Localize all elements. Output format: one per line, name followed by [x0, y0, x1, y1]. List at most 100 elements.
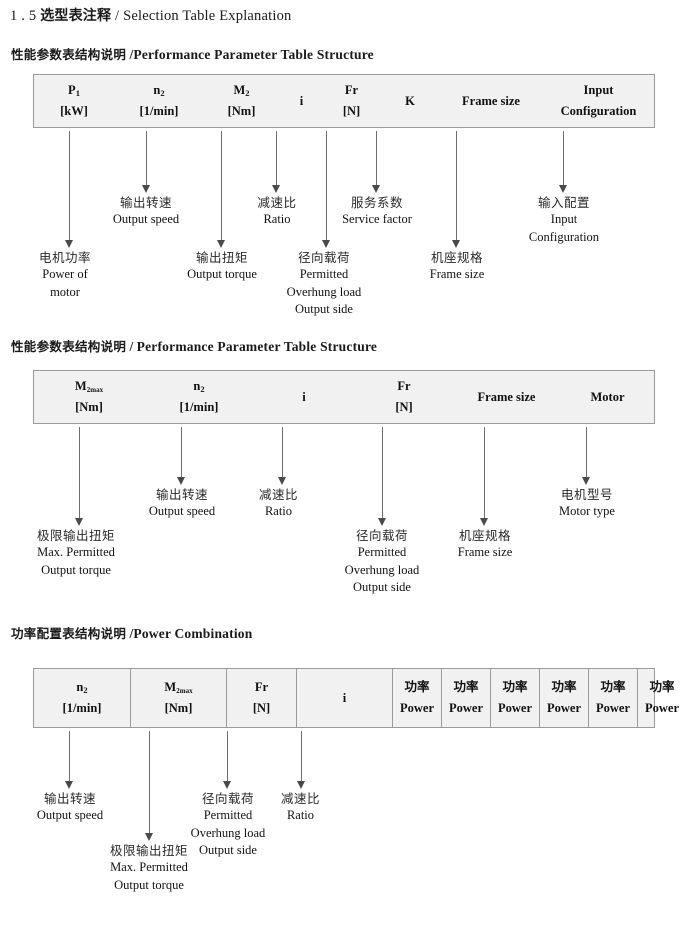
annotation-cn: 径向载荷 — [297, 250, 350, 265]
header-cell-line1: 功率 — [649, 680, 675, 695]
header-cell-line1: Input — [583, 83, 614, 98]
page-title-en: Selection Table Explanation — [123, 8, 292, 24]
table-header-cell: K — [379, 75, 441, 127]
annotation-en-1: Ratio — [264, 504, 293, 519]
performance-parameter-table-1: P1 [kW] n2[1/min]M2[Nm]i Fr [N] K Frame size In… — [33, 74, 655, 128]
table-header-cell: Fr[N] — [226, 669, 296, 727]
table-header-cell: M2max[Nm] — [34, 371, 144, 423]
title-separator: / — [115, 8, 120, 24]
table-header-cell: Fr [N] — [324, 75, 379, 127]
annotation-en-1: Output torque — [187, 267, 257, 282]
header-cell-line2: i — [302, 389, 306, 404]
section-heading-2: 性能参数表结构说明 / Performance Parameter Table … — [11, 336, 377, 355]
annotation-cn: 输出转速 — [119, 195, 172, 210]
table-header-cell: Frame size — [454, 371, 559, 423]
annotation-cn: 减速比 — [257, 195, 297, 210]
annotation-en-2: motor — [50, 284, 80, 299]
annotation-cn: 输入配置 — [537, 195, 590, 210]
arrow-to-motor-type — [581, 427, 592, 485]
header-cell-line1: n2 — [76, 680, 88, 696]
arrow-to-output-speed-3 — [64, 731, 75, 789]
section-heading-3: 功率配置表结构说明 /Power Combination — [11, 623, 252, 642]
annotation-max-output-torque: 极限输出扭矩 Max. Permitted Output torque — [16, 527, 136, 579]
header-cell-line2: K — [405, 93, 415, 108]
table-header-cell: M2[Nm] — [204, 75, 279, 127]
header-cell-line2: [N] — [395, 400, 413, 414]
annotation-en-1: Input — [550, 212, 578, 227]
annotation-cn: 减速比 — [258, 487, 298, 502]
annotation-en-2: Output torque — [114, 877, 184, 892]
table-header-cell: n2[1/min] — [114, 75, 204, 127]
arrow-to-output-speed — [141, 131, 152, 193]
header-cell-line2: [N] — [342, 104, 361, 118]
annotation-en-1: Max. Permitted — [110, 860, 188, 875]
annotation-en-1: Motor type — [559, 504, 615, 519]
annotation-cn: 机座规格 — [458, 528, 511, 543]
header-cell-line2: Power — [448, 701, 483, 715]
header-cell-line2: [1/min] — [62, 701, 102, 715]
annotation-cn: 电机型号 — [560, 487, 613, 502]
header-cell-line2: [Nm] — [227, 104, 256, 118]
annotation-cn: 输出转速 — [155, 487, 208, 502]
section-heading-1-en: Performance Parameter Table Structure — [133, 47, 374, 62]
annotation-en-3: Output side — [295, 301, 353, 316]
annotation-frame-size: 机座规格 Frame size — [401, 249, 513, 284]
header-cell-line2: [kW] — [60, 104, 88, 118]
arrow-to-output-speed-2 — [176, 427, 187, 485]
header-cell-line2: i — [342, 690, 347, 705]
annotation-service-factor: 服务系数 Service factor — [321, 194, 433, 229]
table-header-cell: M2max [Nm] — [130, 669, 226, 727]
header-cell-line2: Power — [595, 701, 630, 715]
annotation-en-3: Output side — [199, 842, 257, 857]
arrow-to-output-torque — [216, 131, 227, 248]
header-cell-line1: M2max — [164, 680, 193, 696]
arrow-to-frame-size-2 — [479, 427, 490, 526]
table-header-cell: i — [279, 75, 324, 127]
header-cell-line1: 功率 — [502, 680, 528, 695]
arrow-to-service-factor — [371, 131, 382, 193]
annotation-en-1: Output speed — [148, 504, 216, 519]
arrow-to-power-of-motor — [64, 131, 75, 248]
annotation-cn: 电机功率 — [38, 250, 91, 265]
table-header-cell: Fr[N] — [354, 371, 454, 423]
arrow-to-ratio-3 — [296, 731, 307, 789]
annotation-cn: 极限输出扭矩 — [109, 843, 188, 858]
annotation-cn: 输出扭矩 — [195, 250, 248, 265]
header-cell-line1: Fr — [254, 680, 269, 695]
annotation-en-1: Permitted — [299, 267, 349, 282]
page-title: 1 . 5 选型表注释 / Selection Table Explanatio… — [10, 5, 292, 25]
annotation-en-2: Configuration — [528, 229, 600, 244]
arrow-to-overhung-load — [321, 131, 332, 248]
page-title-cn: 选型表注释 — [40, 8, 112, 24]
header-cell-line1: 功率 — [600, 680, 626, 695]
arrow-to-input-configuration — [558, 131, 569, 193]
header-cell-line2: Frame size — [462, 93, 520, 108]
annotation-output-speed: 输出转速 Output speed — [90, 194, 202, 229]
annotation-en-2: Overhung load — [286, 284, 362, 299]
table-header-cell: i — [296, 669, 392, 727]
arrow-to-ratio — [271, 131, 282, 193]
header-cell-line1: 功率 — [551, 680, 577, 695]
arrow-to-overhung-load-2 — [377, 427, 388, 526]
annotation-output-speed-2: 输出转速 Output speed — [126, 486, 238, 521]
table-header-cell: n2[1/min] — [144, 371, 254, 423]
header-cell-line1: n2 — [153, 83, 165, 99]
annotation-overhung-load-2: 径向载荷 Permitted Overhung load Output side — [324, 527, 440, 596]
annotation-ratio-2: 减速比 Ratio — [236, 486, 321, 521]
header-cell-line1: P1 — [68, 83, 80, 99]
annotation-en-1: Ratio — [263, 212, 291, 227]
header-cell-line1: M2max — [74, 379, 104, 395]
annotation-ratio: 减速比 Ratio — [231, 194, 323, 229]
header-cell-line2: Motor — [590, 389, 625, 404]
section-heading-3-sep: / — [129, 626, 134, 641]
header-cell-line1: 功率 — [404, 680, 430, 695]
annotation-en-2: Overhung load — [344, 562, 420, 577]
annotation-input-configuration: 输入配置 Input Configuration — [508, 194, 620, 246]
header-cell-line1: Fr — [344, 83, 359, 98]
header-cell-line2: [Nm] — [164, 701, 193, 715]
section-heading-2-sep: / — [129, 339, 134, 354]
